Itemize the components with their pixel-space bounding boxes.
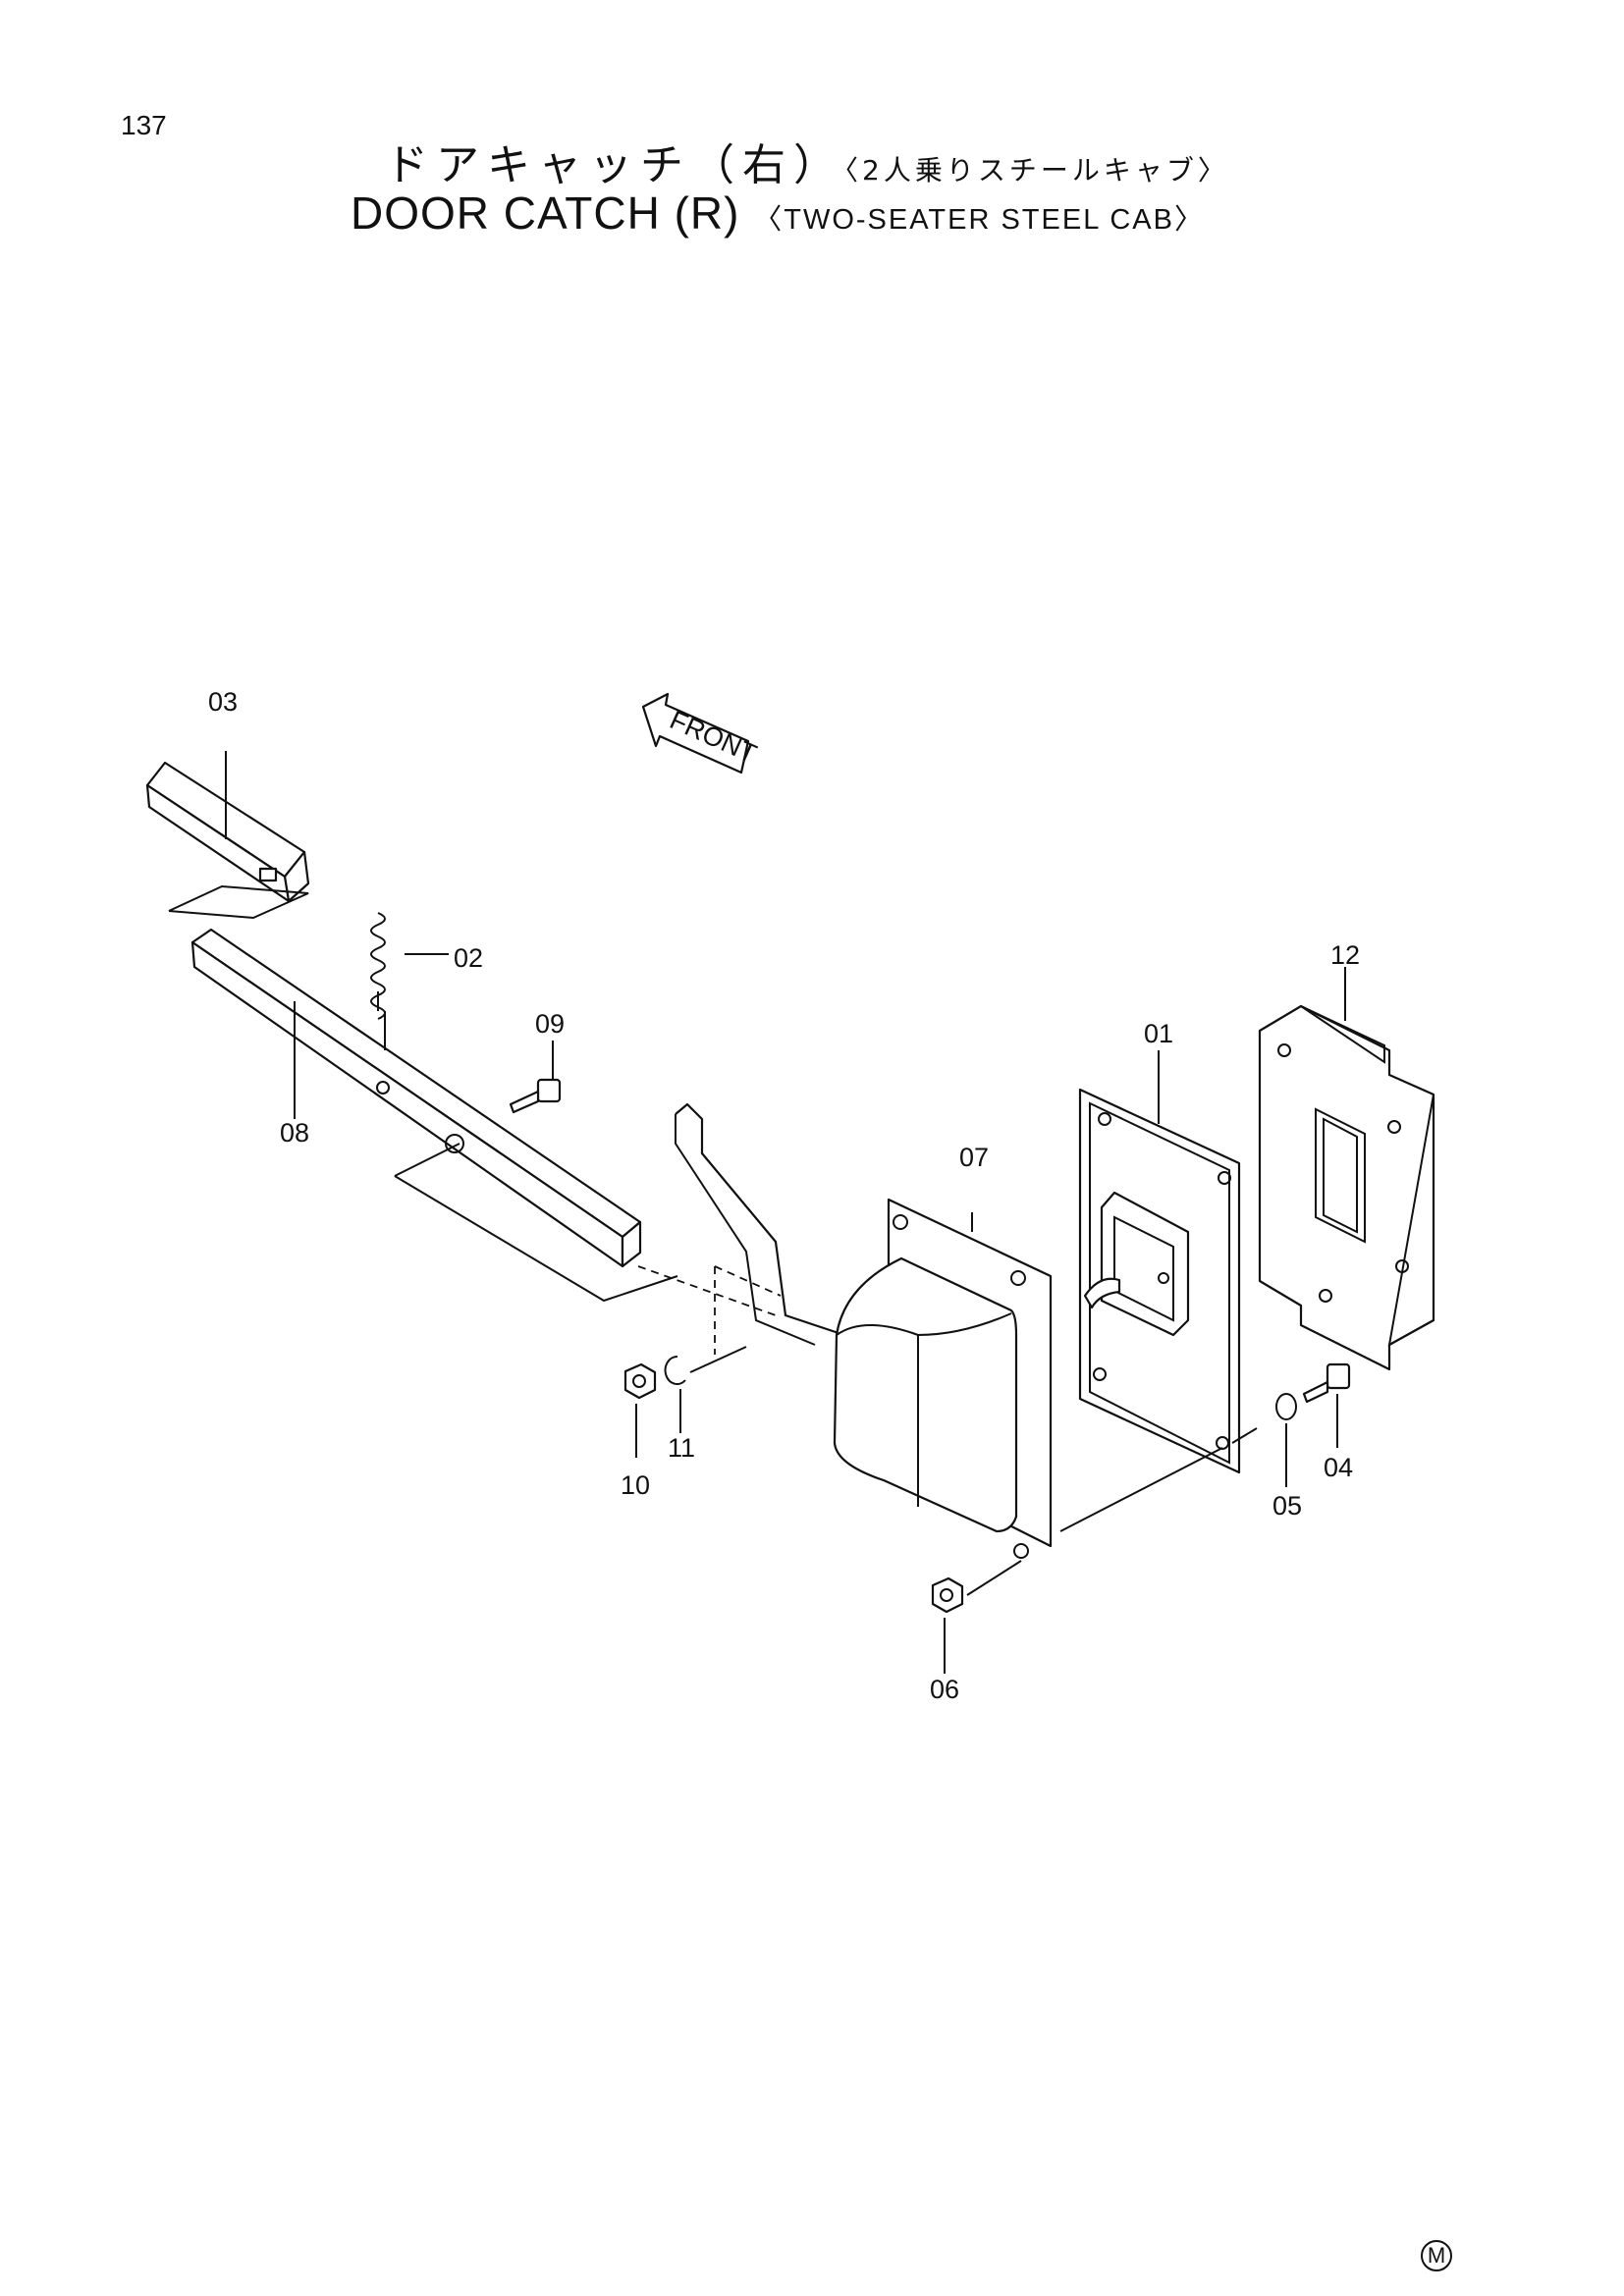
label-part-10: 10 bbox=[621, 1470, 650, 1500]
part-12-pad bbox=[1258, 967, 1435, 1371]
part-02-spring bbox=[370, 912, 449, 1020]
title-japanese: ドアキャッチ（右）〈2人乗りスチールキャブ〉 bbox=[385, 130, 1229, 192]
front-direction-arrow: FRONT bbox=[641, 692, 761, 774]
part-09-pin bbox=[509, 1041, 562, 1114]
label-part-11: 11 bbox=[668, 1433, 695, 1463]
label-part-06: 06 bbox=[930, 1675, 959, 1704]
part-04-bolt bbox=[1302, 1362, 1351, 1448]
part-03-sleeve bbox=[145, 751, 310, 903]
part-10-nut bbox=[623, 1362, 657, 1458]
label-part-01: 01 bbox=[1144, 1019, 1173, 1048]
bracket bbox=[675, 1102, 857, 1392]
label-part-03: 03 bbox=[208, 687, 238, 717]
manufacturer-mark: M bbox=[1421, 2240, 1452, 2271]
label-part-07: 07 bbox=[959, 1143, 989, 1172]
label-part-09: 09 bbox=[535, 1009, 565, 1039]
label-part-04: 04 bbox=[1324, 1453, 1353, 1482]
part-05-washer bbox=[1275, 1393, 1297, 1487]
title-english-main: DOOR CATCH (R) bbox=[351, 187, 740, 239]
title-japanese-sub: 〈2人乗りスチールキャブ〉 bbox=[844, 154, 1229, 187]
label-part-05: 05 bbox=[1272, 1491, 1302, 1521]
page-number: 137 bbox=[121, 110, 167, 140]
label-part-02: 02 bbox=[454, 943, 483, 973]
part-07-housing bbox=[833, 1198, 1053, 1559]
part-08-catch-bar bbox=[190, 928, 642, 1268]
part-06-nut bbox=[931, 1576, 964, 1674]
part-11-washer bbox=[664, 1346, 747, 1433]
title-japanese-main: ドアキャッチ（右） bbox=[385, 140, 844, 190]
part-01-striker-plate bbox=[1078, 1050, 1241, 1474]
label-part-08: 08 bbox=[280, 1118, 309, 1148]
title-english-sub: 〈TWO-SEATER STEEL CAB〉 bbox=[753, 204, 1205, 236]
title-english: DOOR CATCH (R) 〈TWO-SEATER STEEL CAB〉 bbox=[351, 187, 1205, 240]
label-part-12: 12 bbox=[1330, 940, 1360, 970]
